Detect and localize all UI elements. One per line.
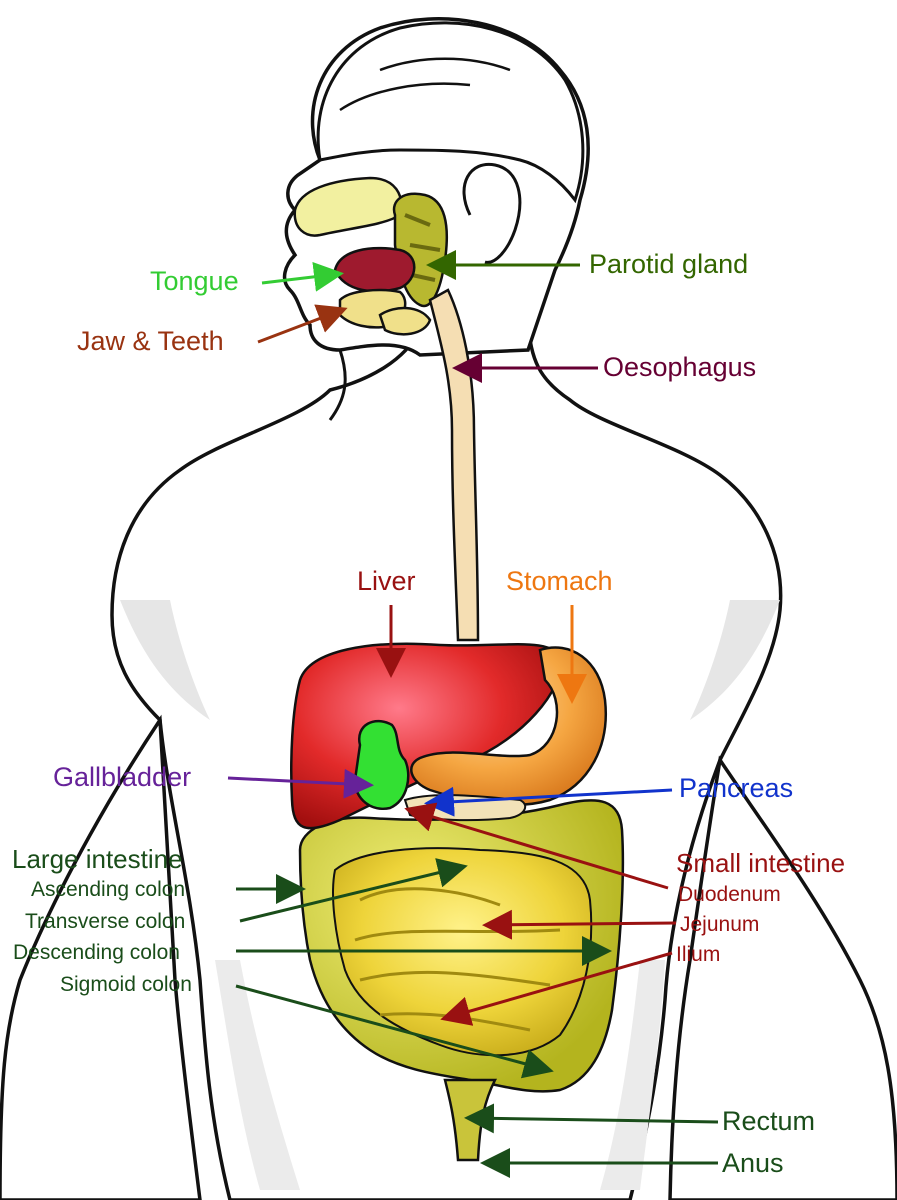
label-parotid-gland: Parotid gland	[589, 251, 748, 278]
label-duodenum: Duodenum	[678, 884, 781, 905]
label-ilium: Ilium	[676, 944, 720, 965]
label-sigmoid-colon: Sigmoid colon	[60, 974, 192, 995]
label-small-intestine: Small intestine	[676, 850, 845, 876]
tongue-shape	[335, 248, 414, 291]
label-descending-colon: Descending colon	[13, 942, 180, 963]
label-oesophagus: Oesophagus	[603, 354, 756, 381]
label-ascending-colon: Ascending colon	[31, 879, 185, 900]
label-tongue: Tongue	[150, 268, 239, 295]
label-liver: Liver	[357, 568, 416, 595]
label-rectum: Rectum	[722, 1108, 815, 1135]
label-stomach: Stomach	[506, 568, 613, 595]
label-anus: Anus	[722, 1150, 784, 1177]
label-pancreas: Pancreas	[679, 775, 793, 802]
label-transverse-colon: Transverse colon	[25, 911, 185, 932]
label-gallbladder: Gallbladder	[53, 764, 191, 791]
label-jejunum: Jejunum	[680, 914, 759, 935]
label-large-intestine: Large intestine	[12, 846, 183, 872]
label-jaw-teeth: Jaw & Teeth	[77, 328, 224, 355]
jejunum-pointer	[488, 923, 676, 925]
